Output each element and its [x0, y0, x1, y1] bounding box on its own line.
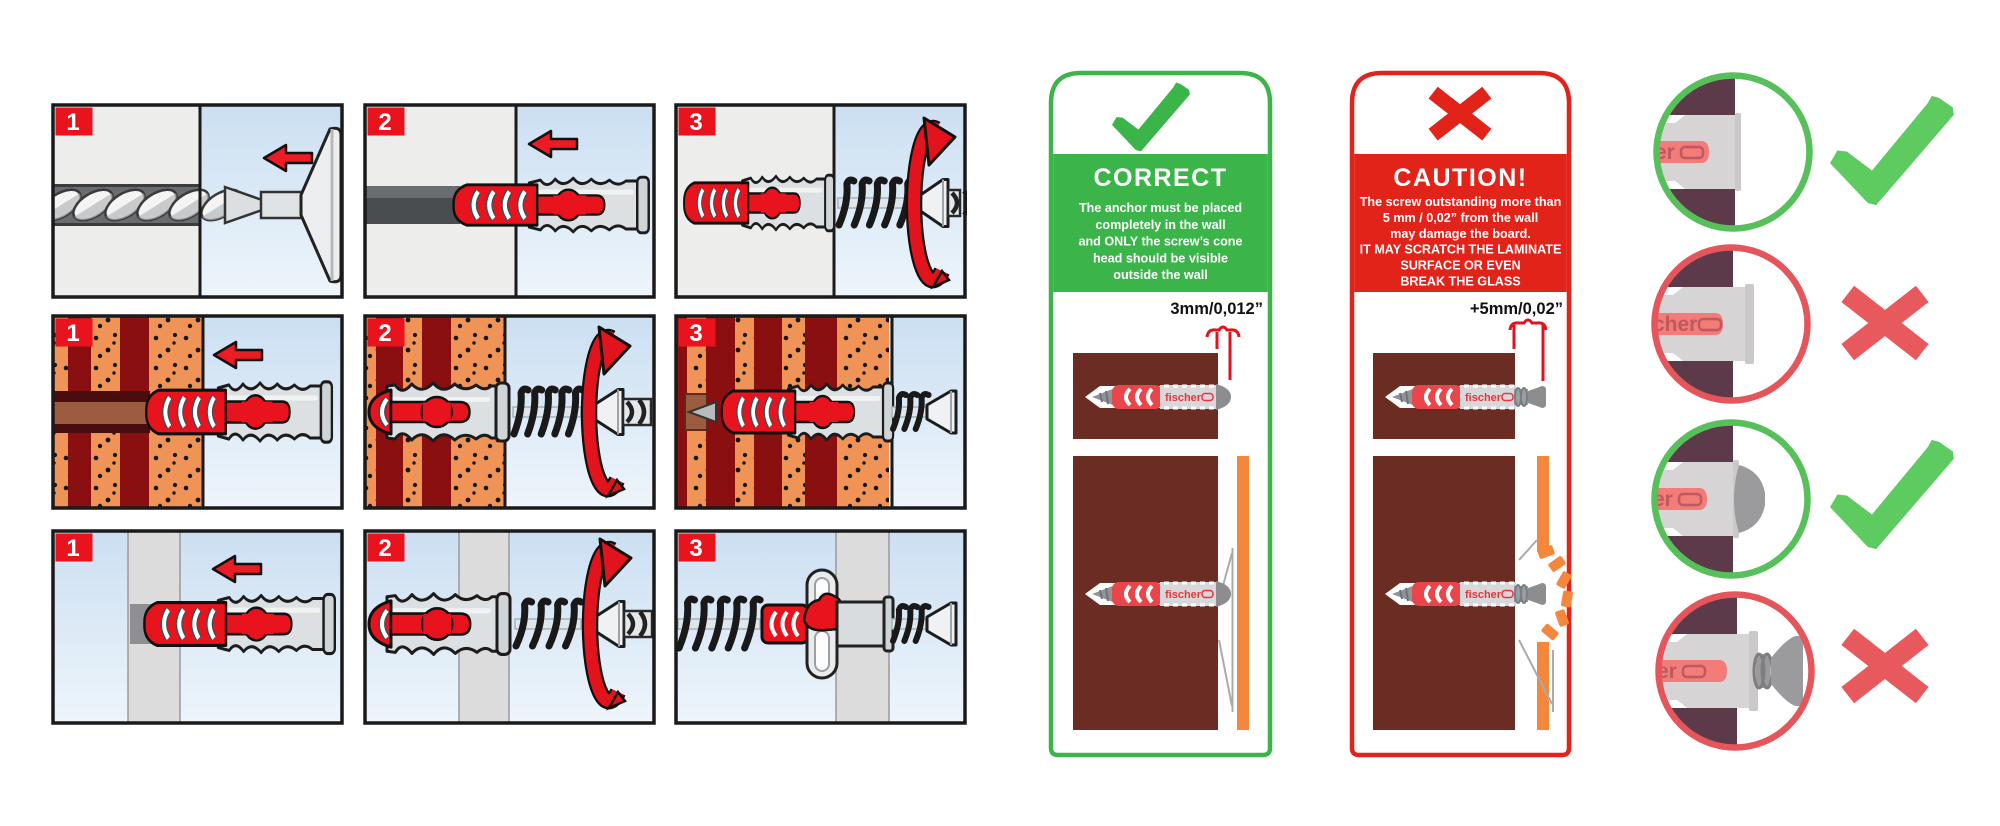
svg-text:fischer: fischer — [1165, 392, 1202, 404]
svg-text:cher: cher — [1653, 313, 1697, 336]
svg-text:er: er — [1653, 488, 1673, 511]
svg-text:er: er — [1655, 141, 1675, 164]
svg-text:The anchor must be placed: The anchor must be placed — [1079, 201, 1242, 215]
svg-text:2: 2 — [378, 109, 391, 136]
svg-text:may damage the board.: may damage the board. — [1390, 227, 1531, 241]
svg-text:SURFACE OR EVEN: SURFACE OR EVEN — [1400, 259, 1520, 273]
svg-text:IT MAY SCRATCH THE LAMINATE: IT MAY SCRATCH THE LAMINATE — [1360, 243, 1562, 257]
svg-text:1: 1 — [66, 320, 79, 347]
svg-text:2: 2 — [378, 320, 391, 347]
svg-text:BREAK THE GLASS: BREAK THE GLASS — [1400, 275, 1520, 289]
svg-text:3: 3 — [689, 109, 702, 136]
svg-text:The screw outstanding more tha: The screw outstanding more than — [1360, 195, 1562, 209]
svg-text:+5mm/0,02”: +5mm/0,02” — [1470, 300, 1563, 318]
svg-text:fischer: fischer — [1465, 392, 1502, 404]
svg-text:CORRECT: CORRECT — [1093, 164, 1227, 192]
svg-text:3: 3 — [689, 535, 702, 562]
svg-text:1: 1 — [66, 109, 79, 136]
svg-text:and ONLY the screw’s cone: and ONLY the screw’s cone — [1078, 235, 1242, 249]
svg-text:2: 2 — [378, 535, 391, 562]
svg-text:1: 1 — [66, 535, 79, 562]
svg-text:completely in the wall: completely in the wall — [1095, 218, 1225, 232]
svg-text:outside the wall: outside the wall — [1113, 268, 1207, 282]
svg-text:er: er — [1657, 660, 1677, 683]
svg-text:fischer: fischer — [1165, 589, 1202, 601]
svg-text:head should be visible: head should be visible — [1093, 251, 1228, 265]
svg-text:3: 3 — [689, 320, 702, 347]
svg-text:CAUTION!: CAUTION! — [1393, 164, 1527, 192]
svg-text:5 mm / 0,02” from the wall: 5 mm / 0,02” from the wall — [1383, 211, 1538, 225]
svg-text:fischer: fischer — [1465, 589, 1502, 601]
svg-text:3mm/0,012”: 3mm/0,012” — [1170, 300, 1263, 318]
